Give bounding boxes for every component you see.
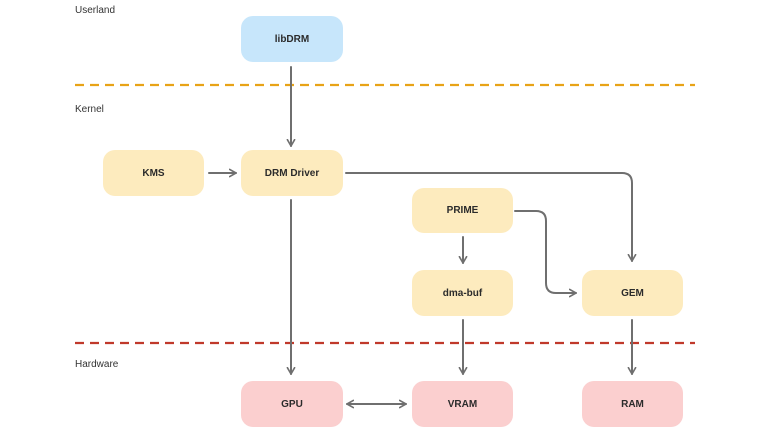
- node-ram[interactable]: RAM: [582, 381, 683, 427]
- node-gem[interactable]: GEM: [582, 270, 683, 316]
- node-vram[interactable]: VRAM: [412, 381, 513, 427]
- node-kms[interactable]: KMS: [103, 150, 204, 196]
- node-gpu[interactable]: GPU: [241, 381, 343, 427]
- layer-label-userland: Userland: [75, 5, 116, 16]
- node-dma-buf[interactable]: dma-buf: [412, 270, 513, 316]
- edge-drm-driver-gem: [345, 172, 637, 262]
- layer-label-hardware: Hardware: [75, 359, 119, 370]
- node-libdrm[interactable]: libDRM: [241, 16, 343, 62]
- node-drm-driver[interactable]: DRM Driver: [241, 150, 343, 196]
- layer-label-kernel: Kernel: [75, 104, 104, 115]
- node-prime[interactable]: PRIME: [412, 188, 513, 233]
- edge-prime-gem: [514, 210, 577, 298]
